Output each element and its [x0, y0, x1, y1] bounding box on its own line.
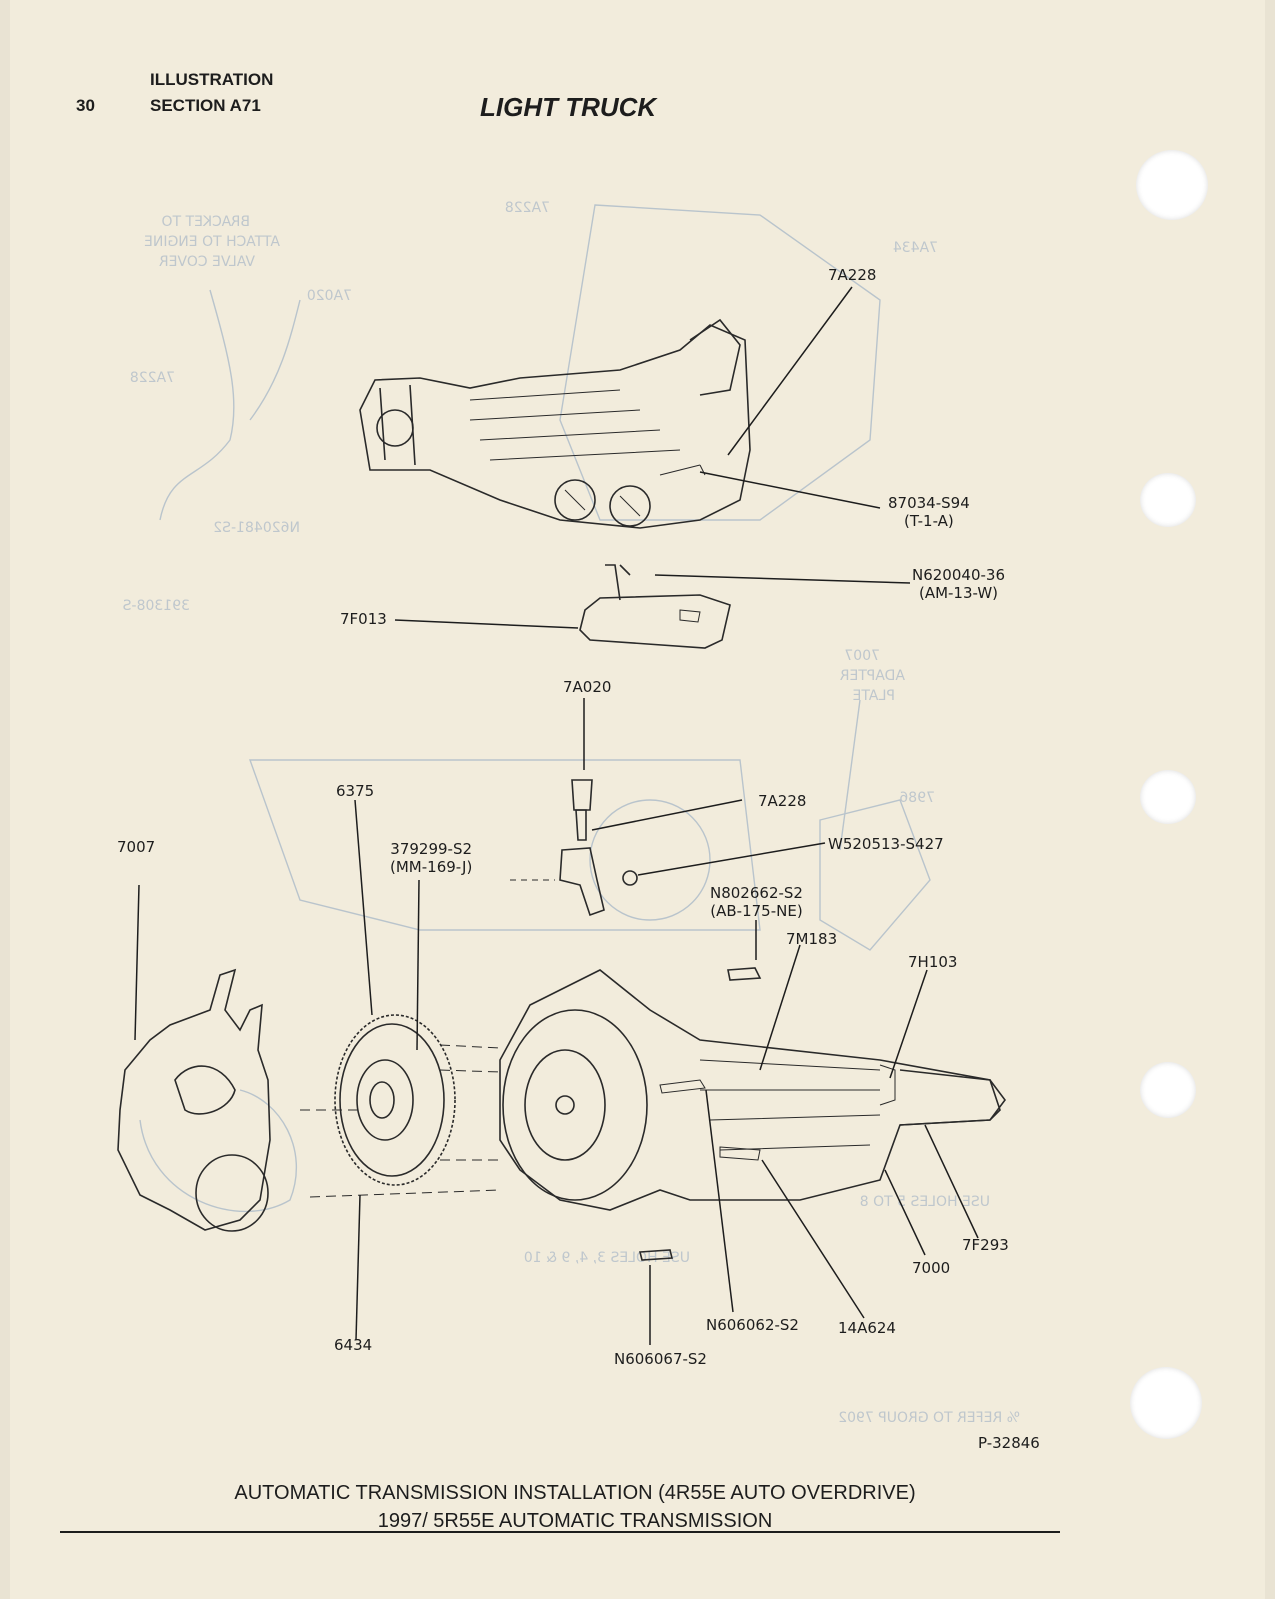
callout-n802662-spec: (AB-175-NE) [710, 902, 803, 920]
caption-line2: 1997/ 5R55E AUTOMATIC TRANSMISSION [377, 1510, 773, 1532]
callout-379299-spec: (MM-169-J) [390, 858, 473, 876]
callout-w520513-s427: W520513-S427 [828, 835, 944, 853]
ghost-text: 7A020 [307, 288, 352, 304]
transmission-bottom-view [300, 969, 1006, 1211]
callout-7f013: 7F013 [340, 610, 387, 628]
ghost-text: VALVE COVER [159, 254, 255, 270]
callout-7a020: 7A020 [563, 678, 612, 696]
ghost-text: ATTACH TO ENGINE [144, 234, 280, 250]
callout-n606062-s2: N606062-S2 [706, 1316, 799, 1334]
page-title: LIGHT TRUCK [480, 92, 657, 122]
ghost-text: ADAPTER [839, 668, 905, 684]
bottom-rule [60, 1531, 1060, 1533]
callout-n620040-part: N620040-36 [912, 566, 1005, 584]
ghost-text: 7A434 [893, 240, 938, 256]
bolt-n802662 [727, 967, 762, 981]
manual-page [10, 0, 1265, 1599]
transmission-top-view [359, 318, 751, 529]
ghost-text: N620481-S2 [213, 520, 300, 536]
callout-n606067-s2: N606067-S2 [614, 1350, 707, 1368]
callout-n620040-spec: (AM-13-W) [918, 584, 999, 602]
callout-7h103: 7H103 [908, 953, 958, 971]
bolt-n606067 [638, 1249, 674, 1261]
callout-n620040-36: N620040-36 (AM-13-W) [912, 566, 1005, 602]
bracket-7f013 [579, 564, 731, 649]
ghost-text: USE HOLES 3, 4, 9 & 10 [524, 1250, 690, 1266]
ghost-text: USE HOLES 5 TO 8 [860, 1194, 990, 1210]
ghost-text: 7A228 [130, 370, 175, 386]
section-label-line2: SECTION A71 [150, 96, 261, 115]
leader-lines [134, 286, 979, 1345]
callout-87034-part: 87034-S94 [888, 494, 970, 512]
callout-379299-s2: 379299-S2 (MM-169-J) [390, 840, 472, 876]
flywheel-6375 [334, 1014, 456, 1186]
section-label-line1: ILLUSTRATION [150, 70, 274, 89]
callout-87034-spec: (T-1-A) [903, 512, 954, 530]
callout-n802662-part: N802662-S2 [710, 884, 803, 902]
callout-7007: 7007 [117, 838, 156, 856]
ghost-text: % REFER TO GROUP 7902 [838, 1410, 1020, 1426]
binder-hole [1140, 473, 1196, 527]
binder-hole [1140, 770, 1196, 824]
callout-7a228-middle: 7A228 [758, 792, 807, 810]
shift-lever-parts [510, 779, 638, 917]
callout-379299-part: 379299-S2 [390, 840, 473, 858]
page-number: 30 [76, 96, 95, 115]
ghost-text: PLATE [853, 688, 895, 704]
ghost-text: 391308-S [123, 598, 190, 614]
callout-6434: 6434 [334, 1336, 373, 1354]
ghost-text: BRACKET TO [162, 214, 250, 230]
callout-7000: 7000 [912, 1259, 951, 1277]
binder-hole [1140, 1062, 1196, 1118]
callout-7m183: 7M183 [786, 930, 838, 948]
caption-line1: AUTOMATIC TRANSMISSION INSTALLATION (4R5… [234, 1482, 916, 1504]
binder-hole [1136, 150, 1208, 220]
ghost-bleed-through: BRACKET TO ATTACH TO ENGINE VALVE COVER … [123, 200, 1020, 1426]
callout-6375: 6375 [336, 782, 375, 800]
binder-hole [1130, 1367, 1202, 1439]
ghost-text: 7A228 [505, 200, 550, 216]
ghost-text: 7986 [899, 790, 935, 806]
callout-n802662-s2: N802662-S2 (AB-175-NE) [710, 884, 803, 920]
callout-7a228-upper: 7A228 [828, 266, 877, 284]
callout-87034-s94: 87034-S94 (T-1-A) [888, 494, 970, 530]
adapter-plate-7007 [117, 968, 271, 1232]
ghost-text: 7007 [844, 648, 880, 664]
callout-7f293: 7F293 [962, 1236, 1009, 1254]
figure-id: P-32846 [978, 1434, 1040, 1452]
callout-14a624: 14A624 [838, 1319, 896, 1337]
